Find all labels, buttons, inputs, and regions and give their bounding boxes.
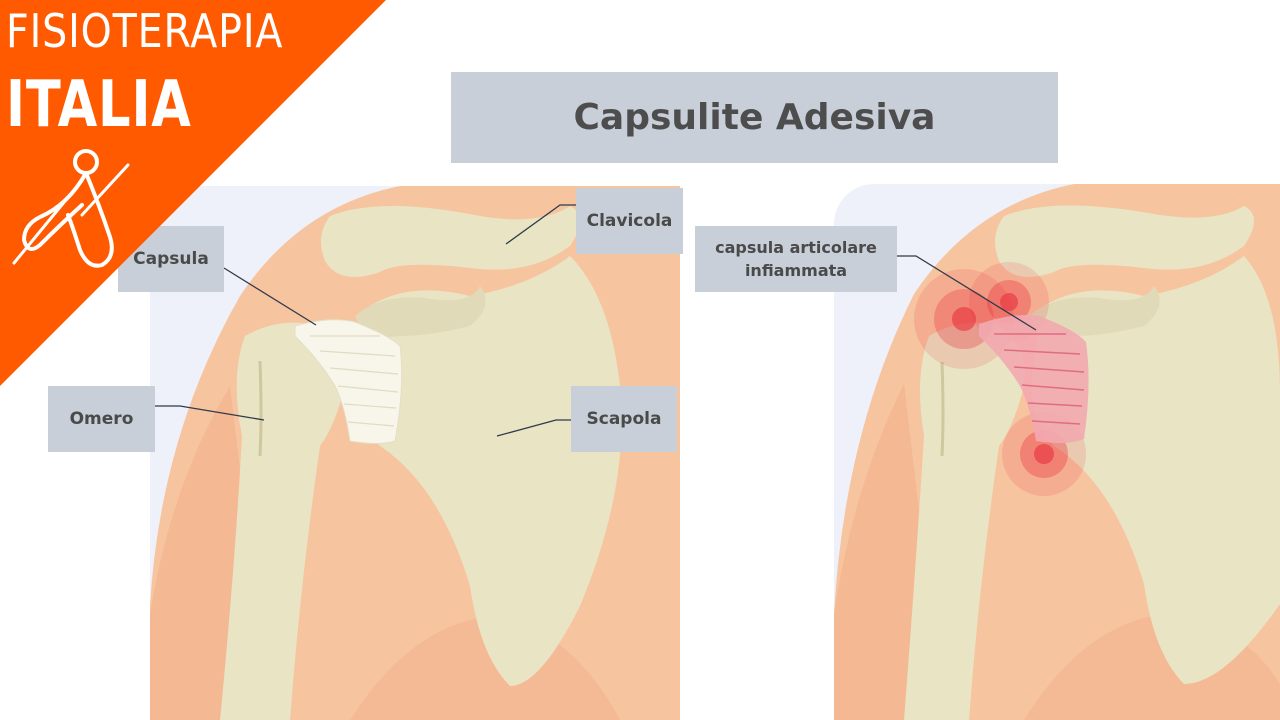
humerus-line <box>940 361 945 457</box>
inflamed-shoulder-illustration <box>834 184 1280 720</box>
acromion-bone <box>1029 286 1160 337</box>
label-clavicola: Clavicola <box>576 188 683 254</box>
scapula-bone <box>357 256 622 686</box>
acromion-bone <box>355 286 486 337</box>
label-capsula-infiammata: capsula articolare infiammata <box>695 226 897 292</box>
figure-logo-icon <box>12 149 130 268</box>
brand-logo: FISIOTERAPIA ITALIA <box>0 0 386 386</box>
title-box: Capsulite Adesiva <box>451 72 1058 163</box>
page-title: Capsulite Adesiva <box>573 97 936 138</box>
brand-line1: FISIOTERAPIA <box>6 4 284 58</box>
scapola-bone <box>1031 256 1280 684</box>
healthy-shoulder-illustration <box>150 186 680 720</box>
humerus-bone <box>904 322 1025 720</box>
brand-line2: ITALIA <box>6 68 192 142</box>
clavicle-bone <box>995 205 1254 278</box>
inflamed-capsule <box>979 315 1089 444</box>
humerus-bone <box>220 322 346 720</box>
label-omero: Omero <box>48 386 155 452</box>
label-scapola: Scapola <box>571 386 677 452</box>
